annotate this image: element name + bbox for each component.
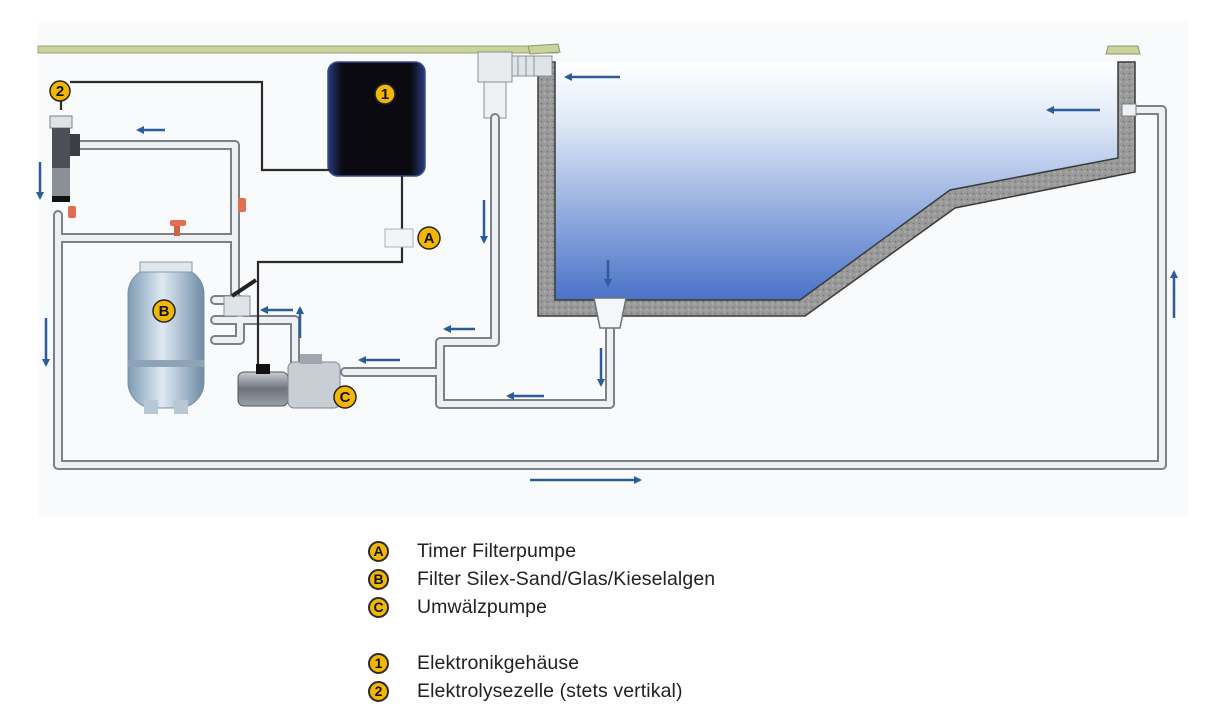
callout-a-label: A	[424, 230, 435, 247]
legend-item: A Timer Filterpumpe	[368, 537, 715, 565]
callout-2-label: 2	[56, 83, 64, 100]
callout-2: 2	[49, 80, 71, 102]
callout-a: A	[417, 226, 441, 250]
legend-text: Elektronikgehäuse	[417, 651, 580, 674]
callout-b-label: B	[159, 303, 170, 320]
main-drain-icon	[593, 297, 627, 329]
timer-icon	[384, 228, 414, 248]
callout-c: C	[333, 385, 357, 409]
legend-item: 1 Elektronikgehäuse	[368, 649, 715, 677]
return-inlet-icon	[1121, 103, 1137, 117]
pool-circulation-diagram: 1 2 A B C	[36, 43, 1178, 484]
legend-spacer	[368, 621, 715, 649]
legend-badge: 2	[368, 680, 389, 702]
legend-badge: A	[368, 540, 389, 562]
legend-badge: 1	[368, 652, 389, 674]
pool-coping-right	[1105, 45, 1141, 55]
circulation-pump-icon	[237, 354, 341, 409]
legend-text: Elektrolysezelle (stets vertikal)	[417, 679, 683, 702]
callout-b: B	[152, 299, 176, 323]
legend: A Timer Filterpumpe B Filter Silex-Sand/…	[368, 537, 715, 705]
pool-coping-left	[527, 43, 561, 55]
valve-icon	[68, 198, 246, 236]
legend-text: Umwälzpumpe	[417, 595, 548, 618]
pool-wall	[537, 61, 1136, 317]
sand-filter-icon	[127, 261, 258, 414]
callout-1: 1	[374, 83, 396, 105]
callout-1-label: 1	[381, 86, 389, 103]
electrolysis-cell-icon	[49, 115, 80, 202]
legend-text: Filter Silex-Sand/Glas/Kieselalgen	[417, 567, 716, 590]
legend-badge: C	[368, 596, 389, 618]
control-box-icon	[327, 61, 426, 177]
flow-arrows	[36, 73, 1178, 484]
electrical-wires	[59, 80, 404, 385]
legend-badge: B	[368, 568, 389, 590]
legend-item: B Filter Silex-Sand/Glas/Kieselalgen	[368, 565, 715, 593]
pool-water	[555, 62, 1118, 300]
callout-c-label: C	[340, 389, 351, 406]
legend-text: Timer Filterpumpe	[417, 539, 577, 562]
skimmer-icon	[477, 51, 553, 119]
legend-item: 2 Elektrolysezelle (stets vertikal)	[368, 677, 715, 705]
legend-item: C Umwälzpumpe	[368, 593, 715, 621]
